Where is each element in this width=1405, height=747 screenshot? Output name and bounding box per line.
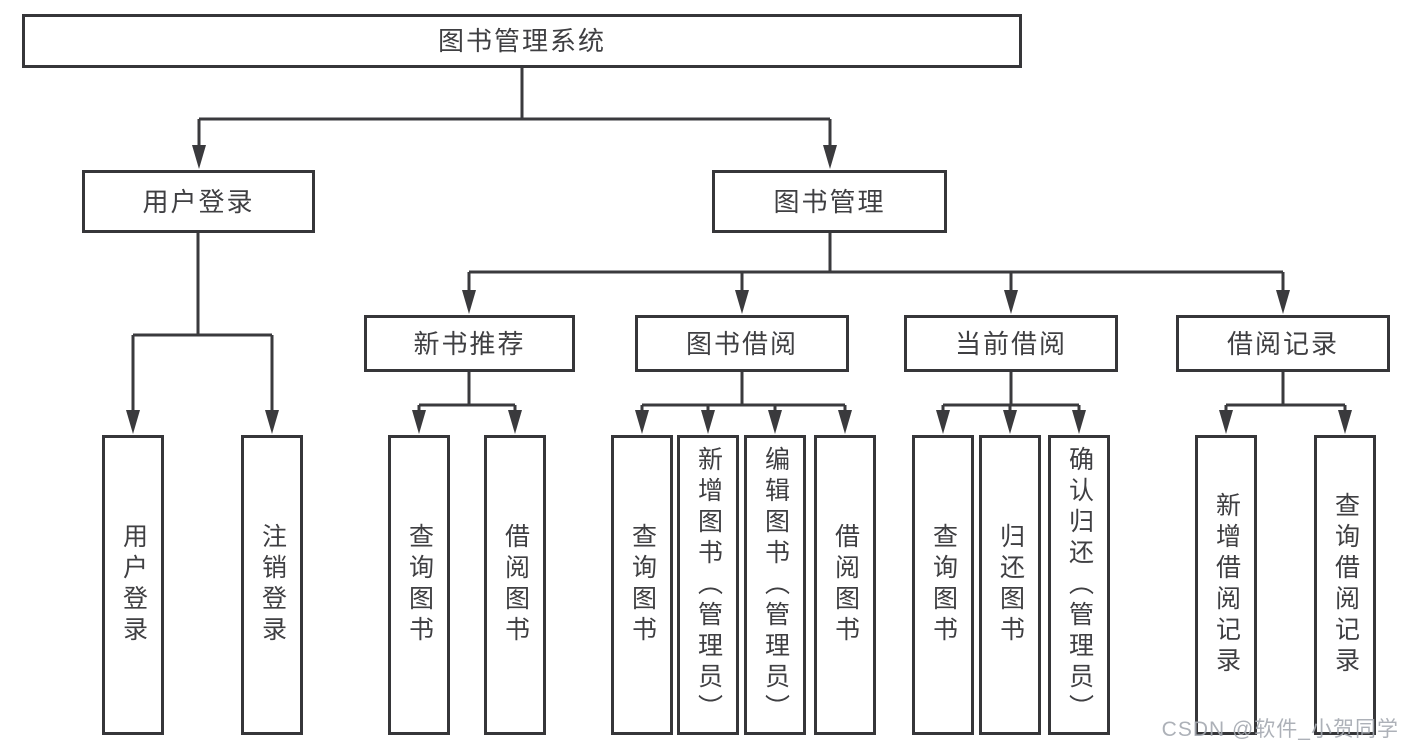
leaf-records-query: 查询借阅记录	[1314, 435, 1376, 735]
node-root: 图书管理系统	[22, 14, 1022, 68]
leaf-borrowing-borrow-label: 借阅图书	[831, 523, 860, 647]
leaf-borrowing-add-admin-label: 新增图书（管理员）	[694, 445, 723, 725]
node-new-book-recommend: 新书推荐	[364, 315, 575, 372]
node-current-borrowing: 当前借阅	[904, 315, 1118, 372]
leaf-borrowing-query-label: 查询图书	[628, 523, 657, 647]
node-book-borrowing: 图书借阅	[635, 315, 849, 372]
leaf-logout: 注销登录	[241, 435, 303, 735]
leaf-records-add: 新增借阅记录	[1195, 435, 1257, 735]
node-borrowing-records: 借阅记录	[1176, 315, 1390, 372]
leaf-records-query-label: 查询借阅记录	[1331, 492, 1360, 678]
leaf-newbooks-query-label: 查询图书	[405, 523, 434, 647]
leaf-current-return: 归还图书	[979, 435, 1041, 735]
leaf-records-add-label: 新增借阅记录	[1212, 492, 1241, 678]
leaf-borrowing-edit-admin: 编辑图书（管理员）	[744, 435, 806, 735]
leaf-newbooks-borrow-label: 借阅图书	[501, 523, 530, 647]
leaf-newbooks-query: 查询图书	[388, 435, 450, 735]
leaf-logout-label: 注销登录	[258, 523, 287, 647]
node-book-borrowing-label: 图书借阅	[685, 328, 798, 359]
node-root-label: 图书管理系统	[437, 26, 606, 56]
leaf-current-confirm-return-admin: 确认归还（管理员）	[1048, 435, 1110, 735]
leaf-current-confirm-return-admin-label: 确认归还（管理员）	[1065, 445, 1094, 725]
node-borrowing-records-label: 借阅记录	[1226, 328, 1339, 359]
node-user-login: 用户登录	[82, 170, 315, 233]
leaf-borrowing-add-admin: 新增图书（管理员）	[677, 435, 739, 735]
node-user-login-label: 用户登录	[142, 186, 255, 217]
leaf-current-query-label: 查询图书	[929, 523, 958, 647]
leaf-user-login-label: 用户登录	[119, 523, 148, 647]
node-new-book-recommend-label: 新书推荐	[413, 328, 526, 359]
leaf-current-query: 查询图书	[912, 435, 974, 735]
leaf-borrowing-query: 查询图书	[611, 435, 673, 735]
leaf-newbooks-borrow: 借阅图书	[484, 435, 546, 735]
leaf-borrowing-borrow: 借阅图书	[814, 435, 876, 735]
node-book-management: 图书管理	[712, 170, 947, 233]
leaf-current-return-label: 归还图书	[996, 523, 1025, 647]
node-book-management-label: 图书管理	[773, 186, 886, 217]
arrowheads	[126, 145, 1352, 434]
node-current-borrowing-label: 当前借阅	[954, 328, 1067, 359]
leaf-user-login: 用户登录	[102, 435, 164, 735]
csdn-watermark: CSDN @软件_小贺同学	[1161, 718, 1399, 741]
leaf-borrowing-edit-admin-label: 编辑图书（管理员）	[761, 445, 790, 725]
